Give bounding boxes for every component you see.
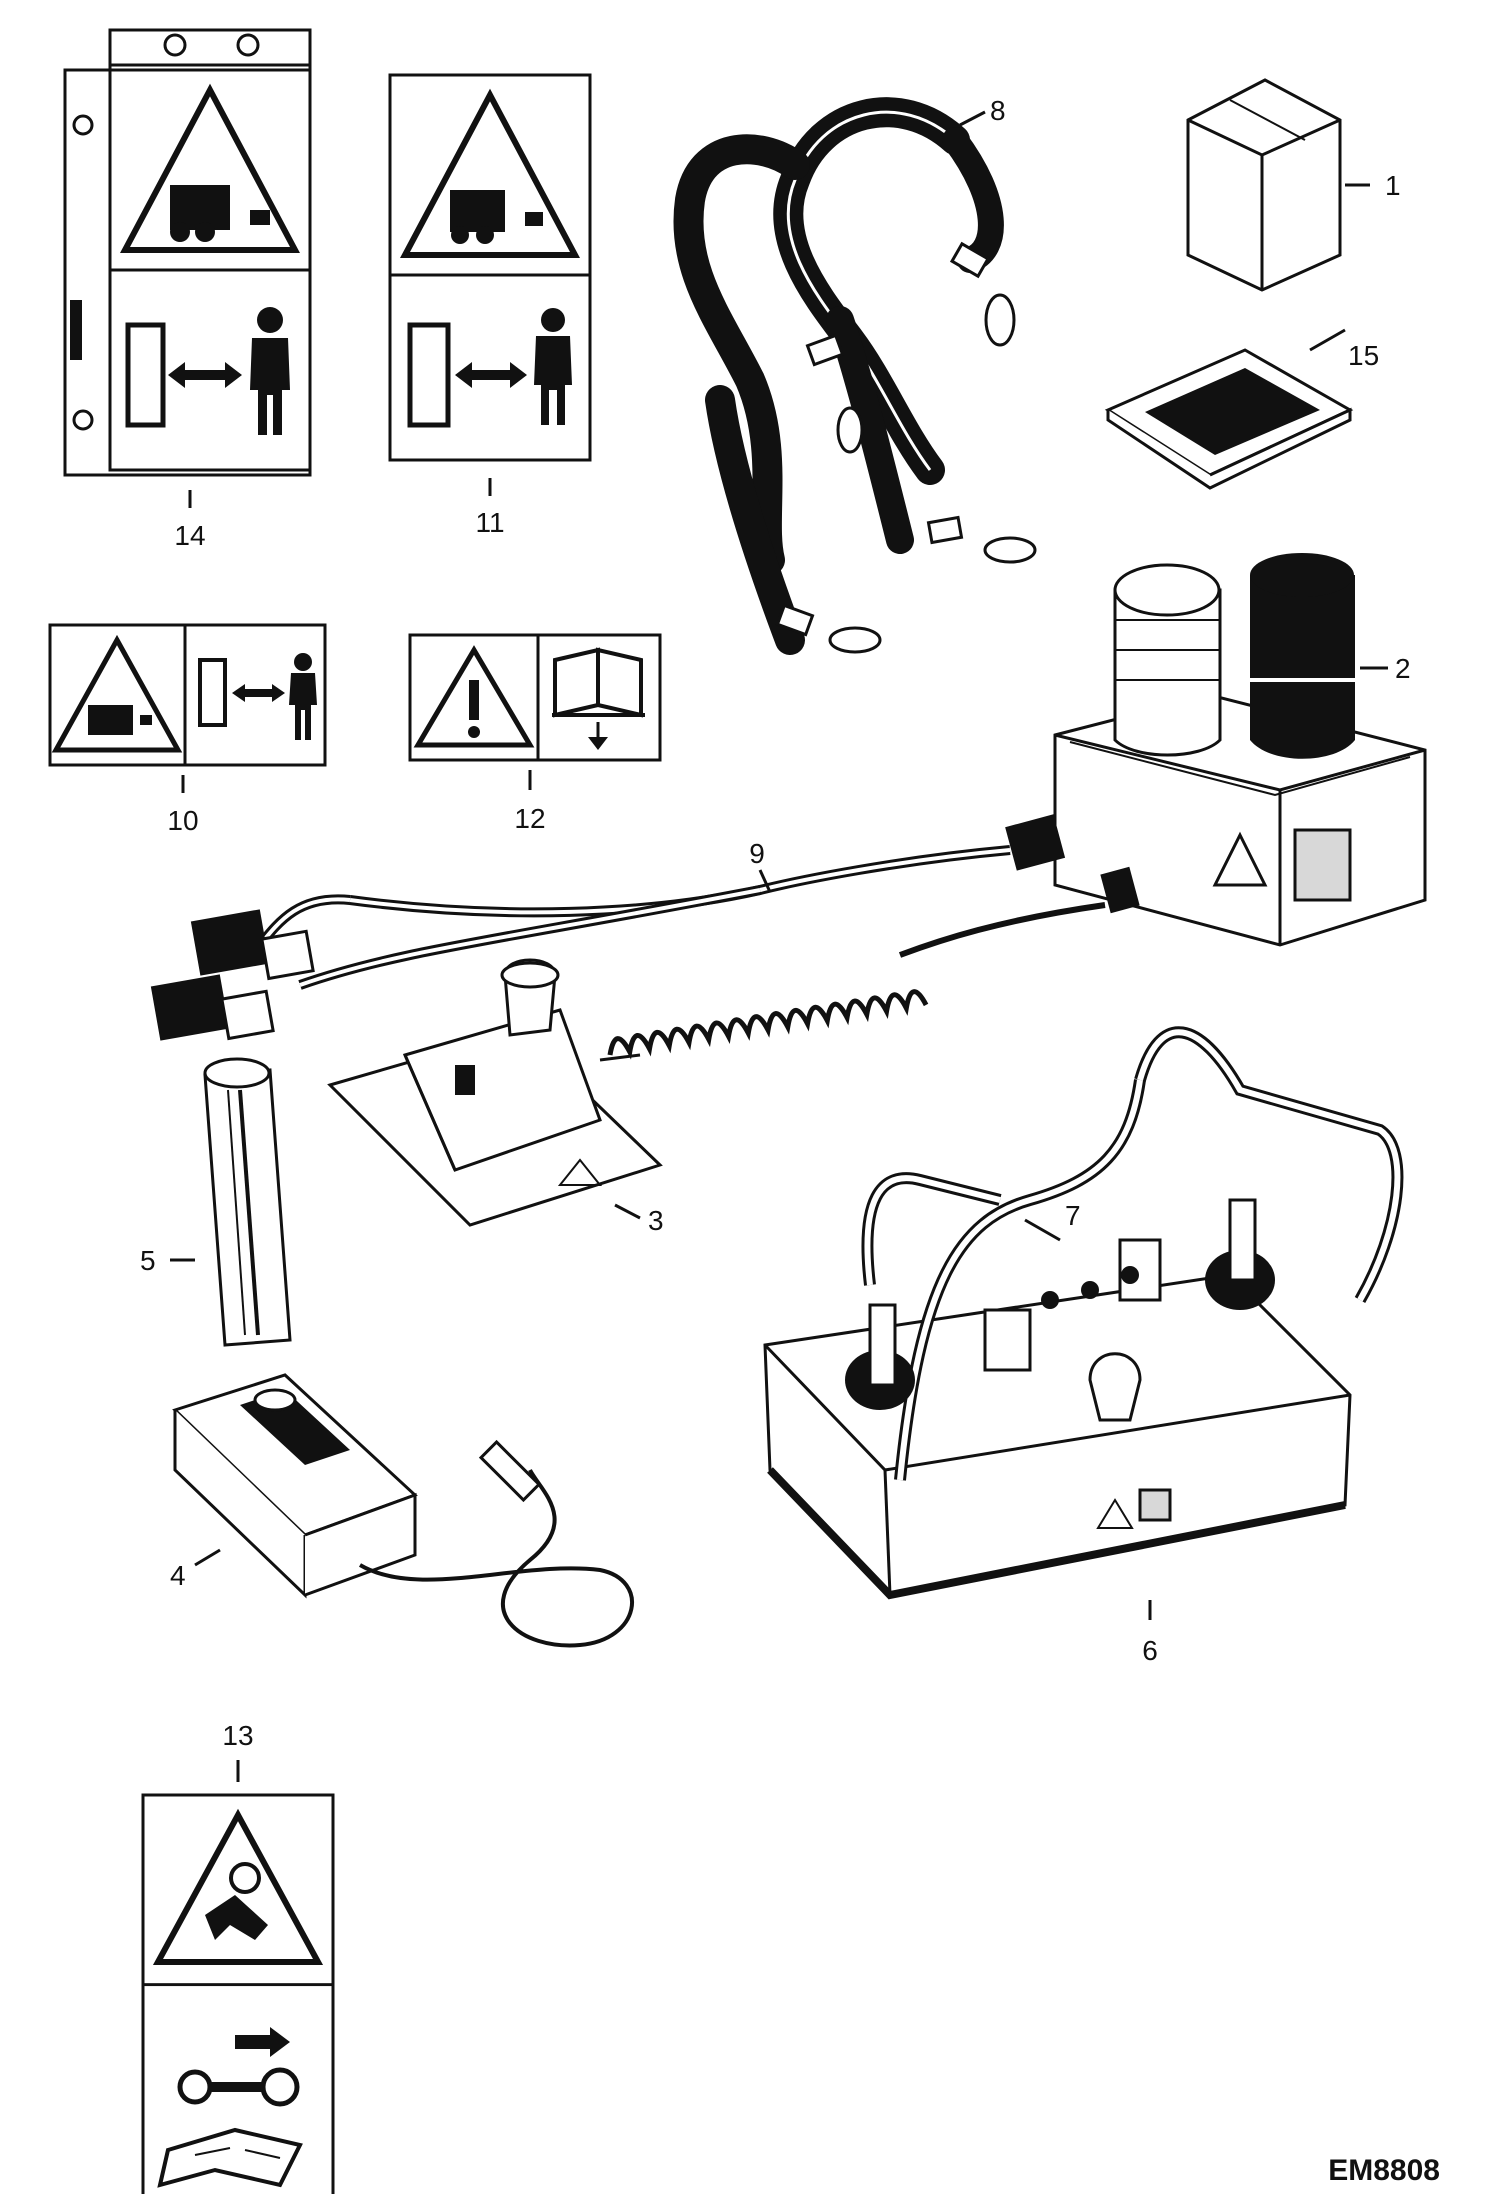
warning-triangle-icon (1096, 1498, 1134, 1529)
manual-book-icon (552, 647, 645, 750)
part-9-cables: 9 (150, 838, 1106, 1060)
decal-12: 12 (408, 633, 662, 834)
part-1-box: 1 (1186, 78, 1401, 292)
callout-7: 7 (1065, 1200, 1081, 1231)
warning-triangle-icon (1212, 831, 1268, 887)
double-arrow-icon (232, 684, 285, 702)
callout-3: 3 (648, 1205, 664, 1236)
key-icon (177, 2027, 300, 2107)
callout-9: 9 (749, 838, 765, 869)
warning-triangle-icon (51, 634, 183, 753)
person-icon (289, 653, 317, 740)
part-5-battery: 5 (140, 1057, 292, 1347)
warning-triangle-icon (413, 645, 535, 748)
callout-4: 4 (170, 1560, 186, 1591)
callout-10: 10 (167, 805, 198, 836)
callout-5: 5 (140, 1245, 156, 1276)
callout-14: 14 (174, 520, 205, 551)
warning-triangle-icon (557, 1158, 603, 1186)
decal-13: 13 (141, 1720, 335, 2194)
part-3-stop-control: 3 (327, 958, 664, 1236)
double-arrow-icon (168, 362, 242, 388)
part-2-receiver: 2 (1005, 553, 1427, 947)
warning-triangle-icon (400, 88, 580, 258)
callout-8: 8 (990, 95, 1006, 126)
double-arrow-icon (455, 362, 527, 388)
part-4-charger: 4 (170, 1373, 635, 1648)
person-icon (250, 307, 290, 435)
decal-11: 11 (388, 73, 592, 538)
document-id: EM8808 (1328, 2154, 1440, 2187)
decal-10: 10 (48, 623, 327, 836)
part-8-strap: 8 (673, 95, 1037, 655)
callout-6: 6 (1142, 1635, 1158, 1666)
callout-12: 12 (514, 803, 545, 834)
callout-15: 15 (1348, 340, 1379, 371)
callout-13: 13 (222, 1720, 253, 1751)
part-15-tag: 15 (1104, 328, 1379, 490)
person-icon (534, 308, 572, 425)
callout-11: 11 (475, 507, 504, 538)
callout-1: 1 (1385, 170, 1401, 201)
warning-triangle-icon (152, 1808, 324, 1965)
warning-triangle-icon (120, 83, 300, 253)
manual-book-icon (157, 2127, 303, 2188)
decal-14: 14 (63, 28, 312, 551)
part-6-transmitter: 7 6 (763, 1026, 1404, 1666)
callout-2: 2 (1395, 653, 1411, 684)
